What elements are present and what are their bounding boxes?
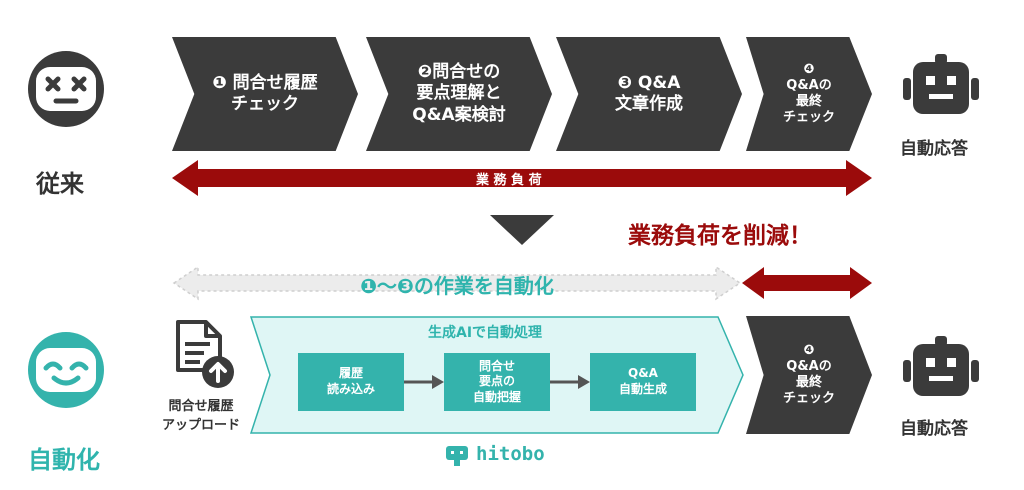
reduce-workload-text: 業務負荷を削減！: [628, 223, 812, 249]
history-load-box: 履歴読み込み: [298, 353, 404, 411]
arrow-right-icon: [550, 374, 590, 390]
robot-icon: [903, 54, 979, 118]
auto-response-label-bottom: 自動応答: [900, 419, 968, 439]
document-upload-icon: [174, 320, 238, 392]
automation-label: 自動化: [28, 446, 100, 474]
key-point-box: 問合せ要点の自動把握: [444, 353, 550, 411]
hitobo-logo-icon: [444, 444, 472, 468]
smile-face-icon: [26, 330, 106, 410]
sad-face-icon: [26, 49, 106, 129]
upload-label: 問合せ履歴 アップロード: [161, 399, 240, 433]
conventional-label: 従来: [36, 170, 84, 198]
robot-icon: [903, 336, 979, 400]
auto-response-label-top: 自動応答: [900, 139, 968, 159]
automation-range-arrow: [172, 265, 742, 301]
automation-text: ❶～❸の作業を自動化: [360, 274, 554, 298]
workload-label: 業 務 負 荷: [476, 173, 542, 188]
remaining-workload-arrow: [742, 267, 872, 299]
arrow-right-icon: [404, 374, 444, 390]
ai-processing-title: 生成AIで自動処理: [428, 325, 543, 341]
workload-arrow: [172, 160, 872, 196]
brand-name: hitobo: [476, 443, 545, 465]
step-1-chevron: ❶ 問合せ履歴チェック: [172, 37, 358, 151]
down-arrow-icon: [490, 215, 554, 245]
